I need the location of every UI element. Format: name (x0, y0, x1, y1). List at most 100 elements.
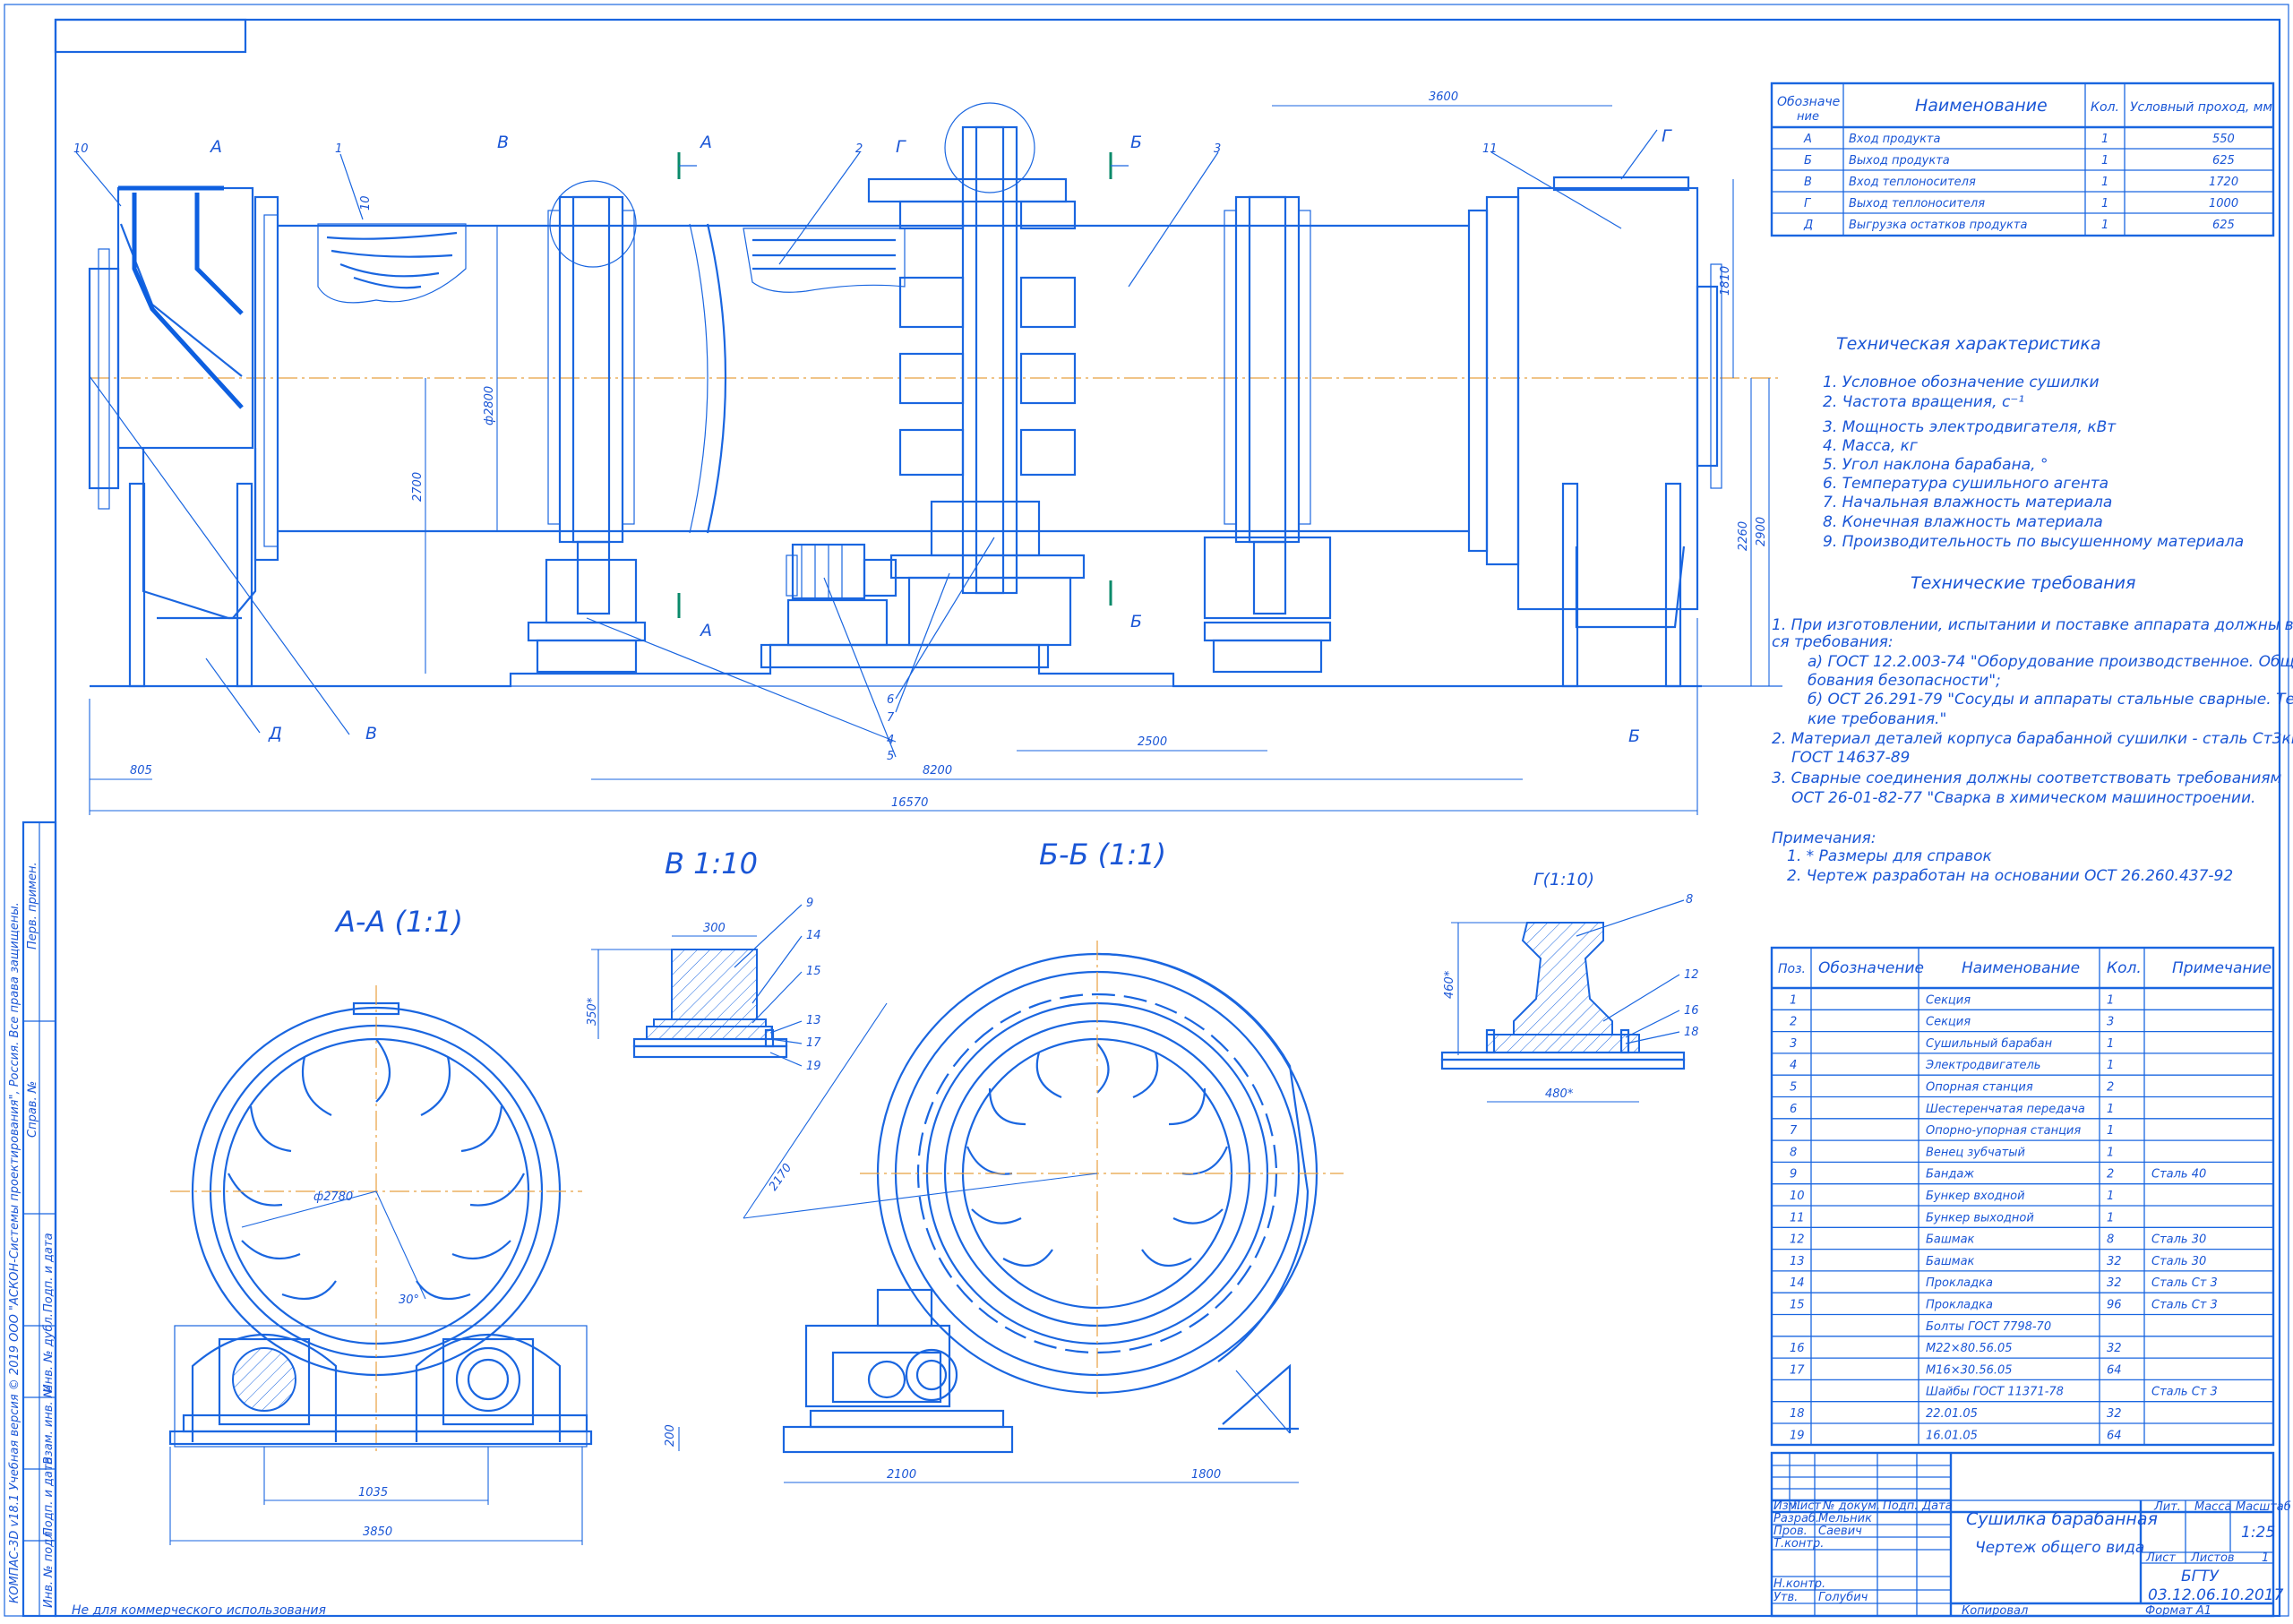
nozzle-row-4-d: 1000 (2209, 197, 2238, 211)
dim-h1810: 1810 (1719, 266, 1732, 296)
technical-requirements: Технические требования 1. При изготовлен… (1772, 573, 2293, 807)
parts-cell: Опорная станция (1926, 1081, 2033, 1095)
tech-req-line-9: 3. Сварные соединения должны соответство… (1772, 769, 2282, 787)
detail-g-view: Г(1:10) 460* 480* 8 12 16 18 (1440, 870, 1699, 1103)
tb-role-2: Пров. (1773, 1525, 1808, 1538)
parts-cell: 96 (2107, 1299, 2122, 1312)
callout-3: 3 (1214, 142, 1221, 156)
parts-cell: Башмак (1926, 1233, 1975, 1247)
parts-cell: Электродвигатель (1925, 1059, 2040, 1072)
parts-cell: Сушильный барабан (1926, 1037, 2053, 1051)
section-aa-view: А-А (1:1) ф2780 30° (168, 905, 593, 1545)
mark-A-top: А (209, 137, 222, 157)
tb-head-lit: Лит. (2153, 1500, 2181, 1514)
callout-10: 10 (73, 142, 89, 156)
tb-ndoc: № докум. (1822, 1499, 1880, 1513)
parts-row-lines (1772, 1009, 2273, 1424)
main-elevation-view: ф2800 2700 3600 1810 2260 2900 805 2500 … (73, 90, 1782, 815)
license-text: КОМПАС-3D v18.1 Учебная версия © 2019 ОО… (8, 902, 21, 1603)
tech-req-title: Технические требования (1911, 573, 2135, 593)
nozzle-row-5-d: 625 (2212, 219, 2235, 232)
parts-cell: 32 (2107, 1276, 2122, 1290)
parts-cell: 19 (1790, 1429, 1805, 1442)
parts-cell: 15 (1790, 1299, 1805, 1312)
tb-name-2: Саевич (1818, 1525, 1862, 1538)
parts-cell: Болты ГОСТ 7798-70 (1926, 1320, 2051, 1334)
tech-char-item-9: 9. Производительность по высушенному мат… (1823, 533, 2244, 551)
dim-w16570: 16570 (891, 796, 928, 810)
parts-cell: 1 (2107, 1124, 2114, 1138)
dim-w805: 805 (130, 764, 152, 778)
callout-4: 4 (887, 734, 894, 747)
parts-cell: 8 (2107, 1233, 2114, 1247)
parts-cell: Венец зубчатый (1926, 1146, 2025, 1159)
tb-name-6: Голубич (1818, 1591, 1868, 1604)
parts-cell: 1 (2107, 993, 2114, 1007)
strip-label-2: Справ. № (26, 1081, 39, 1138)
tech-char-item-3: 3. Мощность электродвигателя, кВт (1823, 418, 2117, 436)
tech-req-line-4: бования безопасности"; (1808, 672, 2001, 690)
parts-cell: 5 (1790, 1081, 1797, 1095)
parts-cell: 1 (2107, 1146, 2114, 1159)
nozzle-row-2-a: Б (1804, 154, 1812, 168)
dim-d2780: ф2780 (313, 1190, 353, 1204)
callout-5: 5 (887, 750, 894, 763)
tb-name-1: Мельник (1818, 1512, 1872, 1525)
mark-A-sec-top: А (699, 133, 712, 152)
dim-w3600: 3600 (1429, 90, 1458, 104)
parts-cell: 8 (1790, 1146, 1797, 1159)
dim-w3850: 3850 (363, 1525, 392, 1539)
technical-characteristics: Техническая характеристика 1. Условное о… (1823, 334, 2244, 551)
nozzle-row-5-b: Выгрузка остатков продукта (1849, 219, 2027, 232)
mark-B-sec-top: Б (1130, 133, 1142, 152)
parts-cell: 6 (1790, 1103, 1797, 1116)
view-title-v: В 1:10 (665, 846, 758, 881)
nozzle-header-name: Наименование (1915, 96, 2048, 116)
dim-w1800: 1800 (1191, 1468, 1221, 1482)
tb-sheets: Листов (2190, 1551, 2235, 1565)
dim-h2900: 2900 (1755, 517, 1768, 546)
parts-cell: 2 (1790, 1016, 1797, 1029)
tb-sheet: Лист (2145, 1551, 2176, 1565)
g-callout-18: 18 (1684, 1026, 1699, 1039)
nozzle-row-4-c: 1 (2101, 197, 2108, 211)
dim-h460: 460* (1443, 970, 1456, 999)
parts-cell: Шестеренчатая передача (1926, 1103, 2085, 1116)
parts-header-note: Примечание (2172, 959, 2272, 977)
parts-cell: 3 (1790, 1037, 1797, 1051)
parts-header-code: Обозначение (1818, 959, 1924, 977)
section-bb-view: Б-Б (1:1) 2170 (664, 838, 1344, 1483)
callout-10b: 10 (359, 195, 373, 211)
nozzle-header-qty: Кол. (2091, 100, 2119, 115)
parts-cell: 17 (1790, 1363, 1805, 1377)
parts-table: Поз. Обозначение Наименование Кол. Приме… (1770, 946, 2275, 1447)
mark-B-sec-bot: Б (1130, 612, 1142, 632)
mark-G-top: Г (896, 137, 906, 157)
parts-cell: Прокладка (1926, 1299, 1993, 1312)
title-block: Изм. Лист № докум. Подп. Дата Разраб. Пр… (1770, 1451, 2291, 1618)
view-title-bb: Б-Б (1:1) (1039, 838, 1166, 872)
parts-cell: 2 (2107, 1168, 2114, 1181)
dim-w8200: 8200 (923, 764, 952, 778)
mark-V-top: В (497, 133, 509, 152)
parts-cell: 12 (1790, 1233, 1805, 1247)
tb-doc-name-2: Чертеж общего вида (1975, 1539, 2144, 1557)
tb-sheets-count: 1 (2262, 1551, 2269, 1565)
nozzle-row-1-a: А (1803, 133, 1812, 146)
detail-v-view: В 1:10 300 350* 9 14 15 13 17 19 (586, 846, 821, 1073)
notes: Примечания: 1. * Размеры для справок 2. … (1772, 829, 2233, 885)
v-callout-9: 9 (806, 897, 813, 910)
view-title-aa: А-А (1:1) (334, 905, 463, 939)
tb-role-5: Н.контр. (1773, 1577, 1825, 1591)
parts-cell: Сталь Ст 3 (2151, 1386, 2218, 1399)
tech-req-line-7: 2. Материал деталей корпуса барабанной с… (1772, 730, 2293, 748)
parts-cell: 3 (2107, 1016, 2114, 1029)
parts-cell: 16.01.05 (1926, 1429, 1978, 1442)
nozzle-row-1-c: 1 (2101, 133, 2108, 146)
aa-lifting-flights (228, 1038, 525, 1301)
tb-head-scale: Масштаб (2236, 1500, 2291, 1514)
parts-cell: 1 (2107, 1211, 2114, 1224)
nozzle-row-5-c: 1 (2101, 219, 2108, 232)
